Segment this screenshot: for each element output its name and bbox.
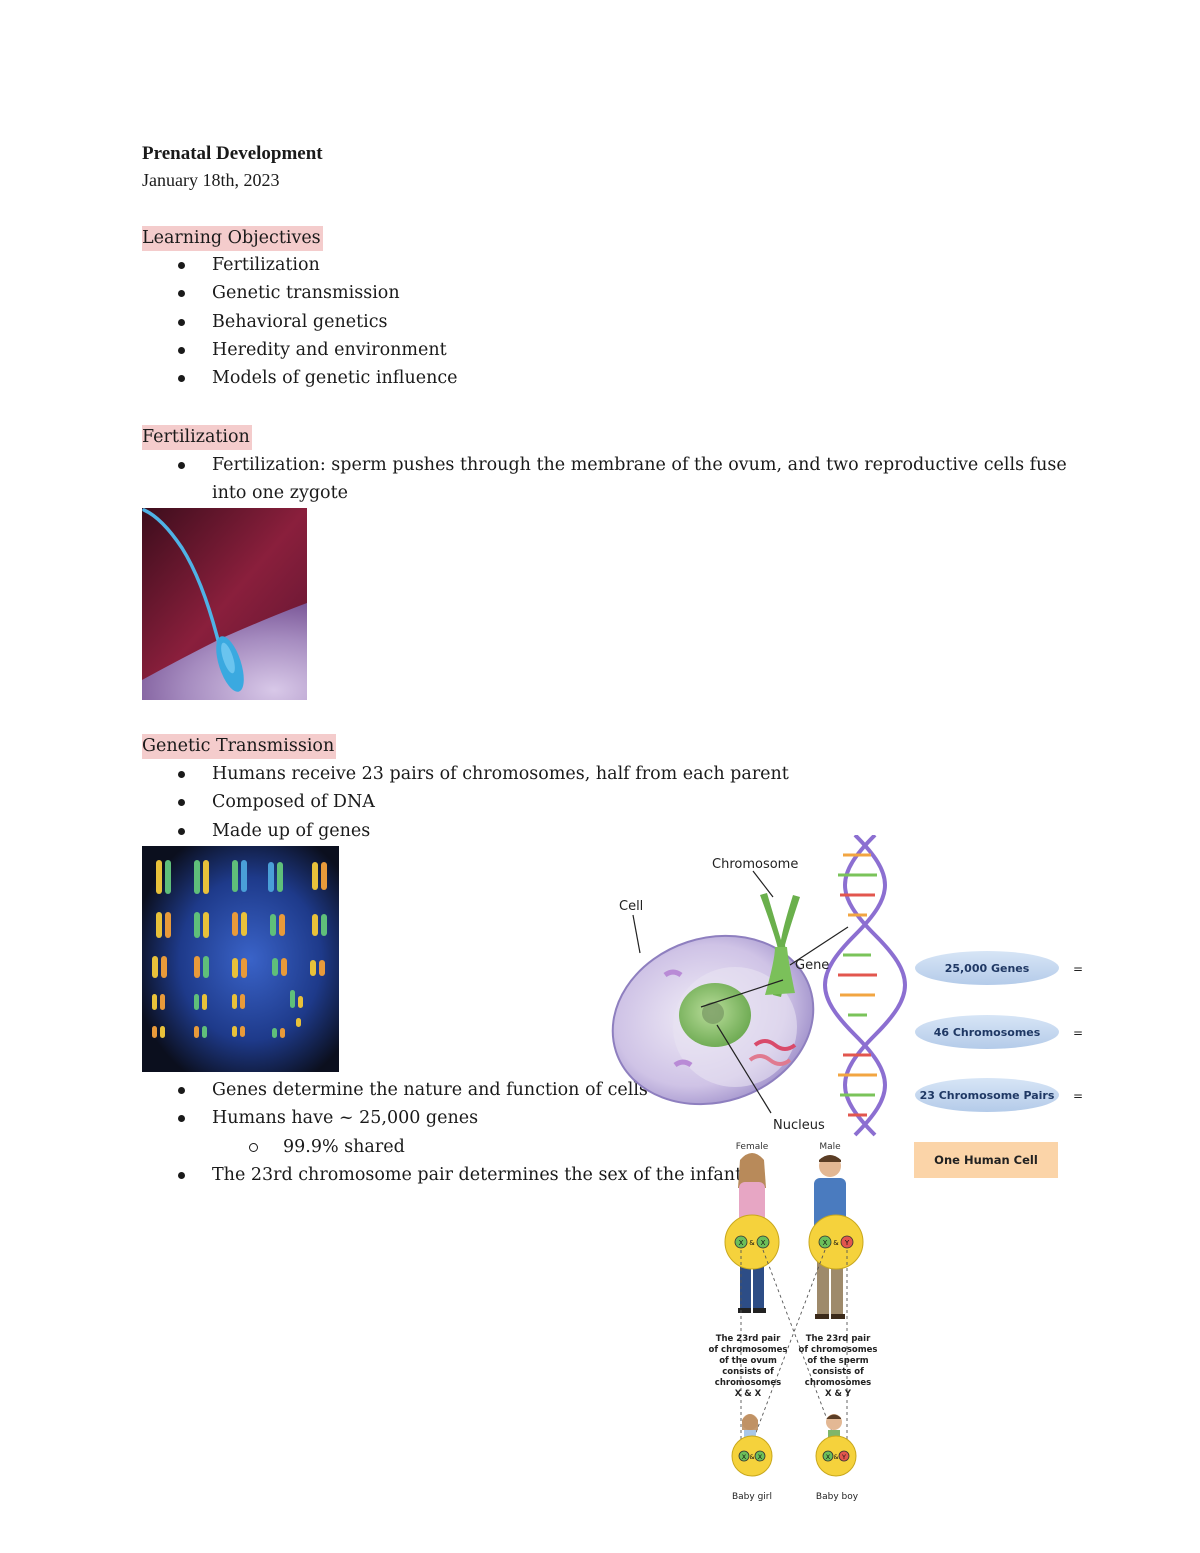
male-chromosome-2: Y xyxy=(844,1239,850,1247)
male-ampersand: & xyxy=(833,1239,839,1247)
female-caption-line: chromosomes xyxy=(715,1378,781,1388)
label-cell: Cell xyxy=(619,899,643,914)
document-date: January 18th, 2023 xyxy=(142,170,280,190)
male-caption-line: of the sperm xyxy=(807,1356,868,1366)
list-item: Models of genetic influence xyxy=(142,364,458,392)
list-item: Fertilization xyxy=(142,251,458,279)
girl-chromosome-1: X xyxy=(742,1453,747,1461)
female-caption-line: of chromosomes xyxy=(709,1345,788,1355)
male-caption-line: of chromosomes xyxy=(799,1345,878,1355)
list-item: Fertilization: sperm pushes through the … xyxy=(142,451,1082,508)
boy-chromosome-1: X xyxy=(826,1453,831,1461)
female-chromosome-1: X xyxy=(739,1239,744,1247)
label-gene: Gene xyxy=(795,958,829,973)
list-item: Genes determine the nature and function … xyxy=(142,1076,742,1104)
boy-chromosome-2: Y xyxy=(841,1453,846,1461)
female-caption-line: consists of xyxy=(722,1367,774,1377)
list-item: Behavioral genetics xyxy=(142,308,458,336)
female-caption-line: of the ovum xyxy=(719,1356,777,1366)
female-caption-line: X & X xyxy=(735,1389,762,1399)
equals-sign: = xyxy=(1073,962,1083,976)
fertilization-list: Fertilization: sperm pushes through the … xyxy=(142,451,1082,508)
sex-determination-diagram: Female Male X & X X & Y The 23rd xyxy=(709,1142,878,1502)
karyotype-image xyxy=(142,846,339,1072)
pill-genes: 25,000 Genes xyxy=(945,962,1030,975)
cell-dna-diagram: Chromosome Cell Gene Nucleus 25,000 Gene… xyxy=(611,835,1083,1137)
boy-ampersand: & xyxy=(833,1453,838,1461)
label-baby-girl: Baby girl xyxy=(732,1492,772,1502)
male-caption-line: X & Y xyxy=(825,1389,852,1399)
label-female: Female xyxy=(736,1142,769,1152)
female-chromosome-2: X xyxy=(761,1239,766,1247)
heading-fertilization: Fertilization xyxy=(142,425,252,450)
list-item: The 23rd chromosome pair determines the … xyxy=(142,1161,742,1189)
label-baby-boy: Baby boy xyxy=(816,1492,859,1502)
female-caption-line: The 23rd pair xyxy=(716,1334,781,1344)
equals-sign: = xyxy=(1073,1026,1083,1040)
list-item: Made up of genes xyxy=(142,817,789,845)
heading-genetic-transmission: Genetic Transmission xyxy=(142,734,337,759)
one-human-cell-box: One Human Cell xyxy=(914,1142,1058,1178)
equals-sign: = xyxy=(1073,1089,1083,1103)
male-chromosome-1: X xyxy=(823,1239,828,1247)
male-caption-line: The 23rd pair xyxy=(806,1334,871,1344)
girl-ampersand: & xyxy=(749,1453,754,1461)
label-male: Male xyxy=(819,1142,841,1152)
baby-girl-figure xyxy=(742,1414,758,1440)
objectives-list: Fertilization Genetic transmission Behav… xyxy=(142,251,458,392)
pill-chromosome-pairs: 23 Chromosome Pairs xyxy=(920,1089,1055,1102)
document-title: Prenatal Development xyxy=(142,143,323,164)
list-item: Humans have ~ 25,000 genes xyxy=(142,1104,742,1132)
list-item: Composed of DNA xyxy=(142,788,789,816)
girl-chromosome-2: X xyxy=(758,1453,763,1461)
male-caption-line: consists of xyxy=(812,1367,864,1377)
list-item: Heredity and environment xyxy=(142,336,458,364)
baby-boy-figure xyxy=(826,1414,842,1440)
male-caption-line: chromosomes xyxy=(805,1378,871,1388)
female-ampersand: & xyxy=(749,1239,755,1247)
label-chromosome: Chromosome xyxy=(712,857,798,872)
sub-list-item: 99.9% shared xyxy=(142,1133,742,1161)
list-item: Humans receive 23 pairs of chromosomes, … xyxy=(142,760,789,788)
sperm-ovum-image xyxy=(142,508,307,700)
heading-learning-objectives: Learning Objectives xyxy=(142,226,323,251)
genetic-list-bottom: Genes determine the nature and function … xyxy=(142,1076,742,1189)
list-item: Genetic transmission xyxy=(142,279,458,307)
label-nucleus: Nucleus xyxy=(773,1118,825,1133)
genetic-list-top: Humans receive 23 pairs of chromosomes, … xyxy=(142,760,789,845)
pill-chromosomes: 46 Chromosomes xyxy=(934,1026,1041,1039)
one-human-cell-label: One Human Cell xyxy=(934,1153,1038,1167)
